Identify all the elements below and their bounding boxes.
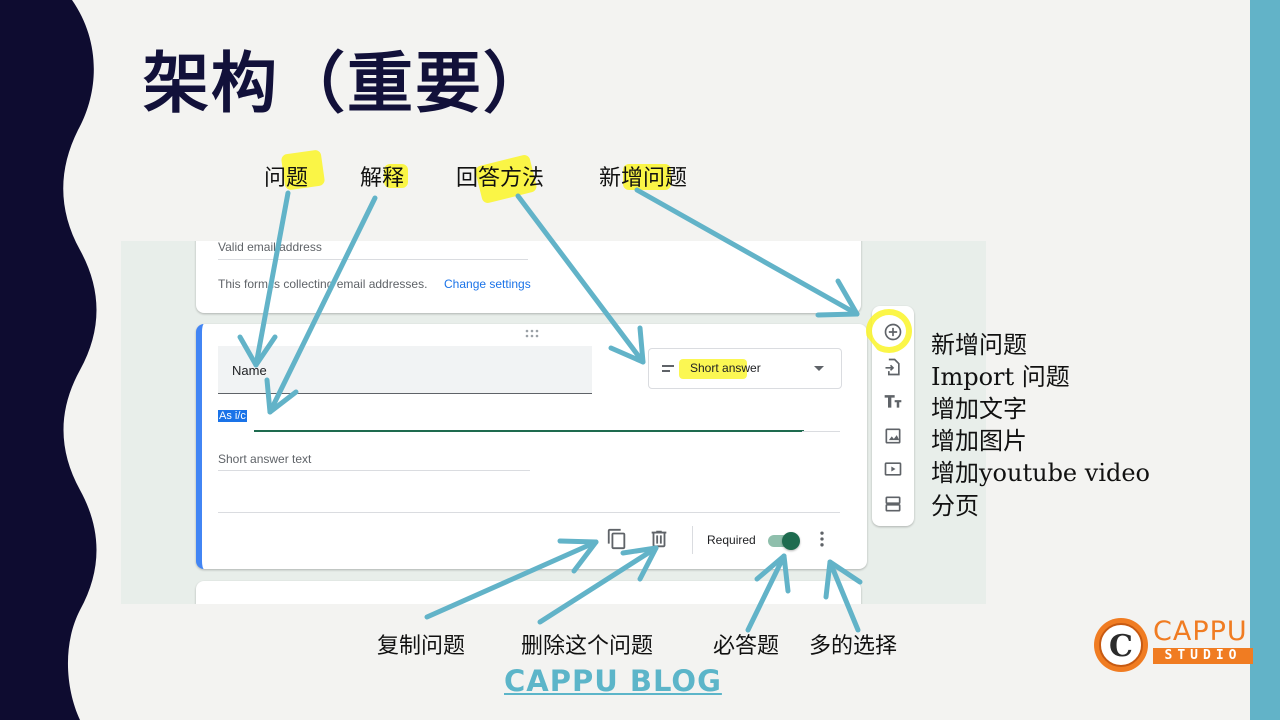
card-footer-divider — [218, 512, 840, 513]
label-required: 必答题 — [713, 634, 780, 659]
logo-sub: STUDIO — [1153, 648, 1253, 664]
import-icon — [885, 358, 900, 376]
add-question-button[interactable] — [880, 319, 906, 345]
footer-separator — [692, 526, 693, 554]
answer-type-label: Short answer — [690, 361, 761, 375]
question-title-text: Name — [232, 363, 267, 378]
dropdown-arrow-icon — [814, 366, 824, 371]
label-delete-question: 删除这个问题 — [521, 634, 654, 659]
required-label: Required — [707, 533, 756, 547]
label-add-text: 增加文字 — [931, 395, 1027, 423]
video-icon — [884, 462, 902, 476]
email-input[interactable]: Valid email address — [218, 241, 322, 254]
next-card — [196, 581, 861, 604]
label-add-youtube-video: 增加youtube video — [931, 459, 1151, 487]
email-notice: This form is collecting email addresses. — [218, 277, 428, 291]
description-underline — [254, 430, 804, 432]
image-icon — [885, 428, 901, 444]
short-answer-icon — [662, 365, 674, 372]
question-title-input[interactable]: Name — [218, 346, 592, 394]
label-add-image: 增加图片 — [931, 427, 1027, 455]
add-video-button[interactable] — [880, 456, 906, 482]
title-text-icon — [884, 395, 902, 408]
email-card: Valid email address This form is collect… — [196, 241, 861, 313]
short-answer-placeholder: Short answer text — [218, 452, 312, 466]
label-import-question: Import 问题 — [931, 363, 1070, 391]
label-answer-method: 回答方法 — [456, 166, 545, 191]
required-toggle[interactable] — [768, 532, 800, 550]
label-section: 分页 — [931, 492, 979, 520]
highlight-mark — [679, 359, 747, 379]
short-answer-underline — [218, 470, 530, 471]
description-underline-rest — [802, 431, 840, 432]
svg-text:C: C — [1109, 629, 1133, 664]
highlight-mark — [384, 164, 408, 188]
delete-icon[interactable] — [648, 528, 670, 550]
question-description[interactable]: As i/c — [218, 410, 247, 422]
drag-handle-icon[interactable] — [524, 329, 540, 339]
logo-name: CAPPU — [1153, 616, 1248, 647]
label-duplicate-question: 复制问题 — [377, 634, 466, 659]
email-underline — [218, 259, 528, 260]
question-card[interactable]: Name Short answer As i/c Short answer te… — [196, 324, 867, 569]
add-title-button[interactable] — [880, 388, 906, 414]
right-accent-strip — [1250, 0, 1280, 720]
highlight-mark — [866, 309, 912, 353]
more-vert-icon[interactable] — [812, 529, 832, 549]
label-add-question-top: 新增问题 — [599, 166, 688, 191]
floating-toolbar — [866, 306, 914, 526]
label-add-question: 新增问题 — [931, 331, 1027, 359]
blog-link[interactable]: CAPPU BLOG — [504, 664, 722, 698]
label-more-options: 多的选择 — [809, 634, 898, 659]
logo-mark-icon: C — [1094, 618, 1148, 672]
add-section-button[interactable] — [880, 491, 906, 517]
import-questions-button[interactable] — [880, 354, 906, 380]
toggle-knob — [782, 532, 800, 550]
label-explanation: 解释 — [360, 166, 405, 191]
add-circle-icon — [884, 323, 902, 341]
duplicate-icon[interactable] — [606, 528, 628, 550]
add-image-button[interactable] — [880, 423, 906, 449]
cappu-studio-logo: C CAPPU STUDIO — [1092, 616, 1257, 674]
section-icon — [885, 496, 901, 512]
google-form-screenshot: Valid email address This form is collect… — [121, 241, 986, 604]
label-question: 问题 — [264, 166, 309, 191]
highlight-mark — [623, 164, 671, 190]
slide-title: 架构（重要） — [143, 45, 551, 122]
left-wave-decoration — [0, 0, 97, 720]
change-settings-link[interactable]: Change settings — [444, 277, 531, 291]
answer-type-select[interactable]: Short answer — [648, 348, 842, 389]
